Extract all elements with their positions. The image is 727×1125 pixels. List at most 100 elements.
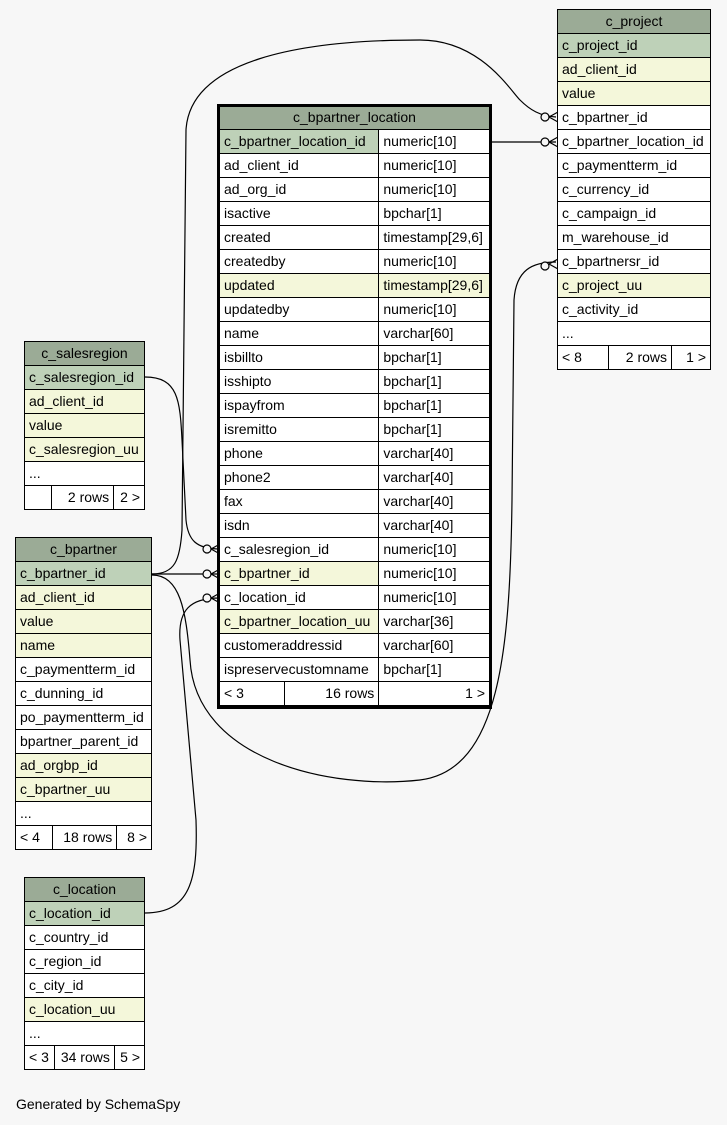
column-name: c_paymentterm_id	[557, 153, 711, 178]
column-name: c_bpartner_location_id	[218, 129, 380, 154]
column-name: customeraddressid	[218, 633, 380, 658]
column-name: c_activity_id	[557, 297, 711, 322]
column-row: value	[24, 413, 145, 438]
column-name: name	[218, 321, 380, 346]
column-row: c_country_id	[24, 925, 145, 950]
table-title-row: c_bpartner_location	[219, 105, 490, 130]
column-row: bpartner_parent_id	[15, 729, 152, 754]
column-row: ad_client_id	[24, 389, 145, 414]
column-name: m_warehouse_id	[557, 225, 711, 250]
generated-by-footer: Generated by SchemaSpy	[16, 1096, 181, 1112]
row-count: 34 rows	[54, 1045, 115, 1070]
column-row: po_paymentterm_id	[15, 705, 152, 730]
column-row: c_salesregion_uu	[24, 437, 145, 462]
column-name: c_campaign_id	[557, 201, 711, 226]
column-name: bpartner_parent_id	[15, 729, 152, 754]
column-row: c_project_uu	[557, 273, 711, 298]
column-type: timestamp[29,6]	[378, 225, 490, 250]
column-name: c_dunning_id	[15, 681, 152, 706]
column-type: varchar[40]	[378, 465, 490, 490]
column-name: ...	[24, 461, 145, 486]
column-type: bpchar[1]	[378, 369, 490, 394]
column-name: c_location_id	[218, 585, 380, 610]
column-type: varchar[60]	[378, 633, 490, 658]
column-row: c_paymentterm_id	[15, 657, 152, 682]
column-type: bpchar[1]	[378, 345, 490, 370]
column-type: varchar[36]	[378, 609, 490, 634]
column-name: ispayfrom	[218, 393, 380, 418]
column-type: bpchar[1]	[378, 657, 490, 682]
column-name: c_bpartnersr_id	[557, 249, 711, 274]
column-name: ad_client_id	[218, 153, 380, 178]
column-name: updated	[218, 273, 380, 298]
column-row: c_bpartner_uu	[15, 777, 152, 802]
column-row: c_bpartner_id	[557, 105, 711, 130]
column-name: isbillto	[218, 345, 380, 370]
crowfoot-circle	[540, 112, 550, 122]
column-row: c_location_id	[24, 901, 145, 926]
children-count: 8 >	[116, 825, 152, 850]
column-type: numeric[10]	[378, 177, 490, 202]
column-name: c_salesregion_id	[218, 537, 380, 562]
parents-count: < 8	[557, 345, 609, 370]
column-row: c_city_id	[24, 973, 145, 998]
column-name: c_region_id	[24, 949, 145, 974]
table-title-row: c_project	[557, 9, 711, 34]
column-row: c_currency_id	[557, 177, 711, 202]
column-name: ad_orgbp_id	[15, 753, 152, 778]
table-name: c_project	[557, 9, 711, 34]
crowfoot-circle	[202, 593, 212, 603]
table-title-row: c_bpartner	[15, 537, 152, 562]
column-type: bpchar[1]	[378, 393, 490, 418]
column-type: numeric[10]	[378, 153, 490, 178]
column-name: c_bpartner_id	[218, 561, 380, 586]
crowfoot-circle	[202, 569, 212, 579]
column-row: c_campaign_id	[557, 201, 711, 226]
column-type: varchar[40]	[378, 513, 490, 538]
column-name: ...	[24, 1021, 145, 1046]
column-row: c_project_id	[557, 33, 711, 58]
column-name: c_salesregion_id	[24, 365, 145, 390]
parents-count	[23, 485, 53, 510]
column-row: c_bpartner_id	[15, 561, 152, 586]
column-name: c_bpartner_id	[557, 105, 711, 130]
column-row: value	[15, 609, 152, 634]
column-type: varchar[40]	[378, 489, 490, 514]
column-row: ...	[24, 461, 145, 486]
crowfoot	[548, 136, 559, 148]
column-row: c_activity_id	[557, 297, 711, 322]
parents-count: < 3	[23, 1045, 56, 1070]
parents-count: < 3	[219, 681, 285, 706]
column-name: c_project_id	[557, 33, 711, 58]
column-type: bpchar[1]	[378, 201, 490, 226]
column-type: varchar[40]	[378, 441, 490, 466]
column-name: c_bpartner_location_id	[557, 129, 711, 154]
column-row: c_region_id	[24, 949, 145, 974]
column-name: created	[218, 225, 380, 250]
column-type: numeric[10]	[378, 561, 490, 586]
column-row: ...	[15, 801, 152, 826]
children-count: 1 >	[378, 681, 490, 706]
crowfoot-circle	[202, 544, 212, 554]
column-row: c_location_uu	[24, 997, 145, 1022]
column-name: value	[15, 609, 152, 634]
column-type: numeric[10]	[378, 537, 490, 562]
column-type: numeric[10]	[378, 129, 490, 154]
edge-bpartner-to-project-sr	[151, 261, 557, 783]
column-name: c_bpartner_uu	[15, 777, 152, 802]
